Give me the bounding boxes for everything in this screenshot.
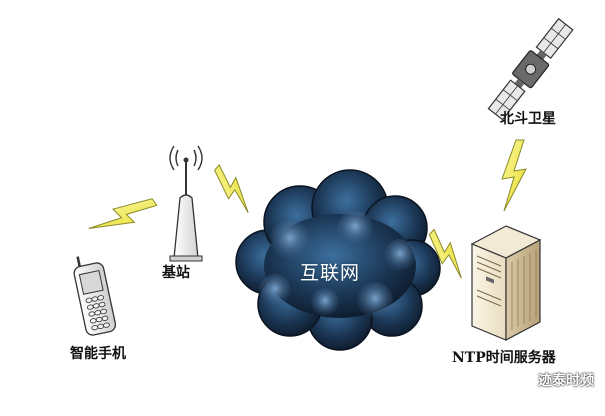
watermark: 迹泰时频	[512, 368, 594, 392]
satellite-icon	[487, 17, 574, 121]
satellite-label: 北斗卫星	[500, 111, 556, 127]
mobile-phone-icon	[73, 256, 117, 336]
server-label: NTP时间服务器	[452, 350, 556, 366]
base-station-label: 基站	[162, 265, 190, 281]
internet-label: 互联网	[300, 262, 361, 284]
phone-label: 智能手机	[70, 346, 126, 362]
lightning-bolt-icon	[214, 163, 249, 213]
antenna-tower-icon	[169, 145, 203, 262]
lightning-bolt-icon	[428, 228, 462, 279]
cloud-icon	[235, 169, 441, 351]
lightning-bolt-icon	[501, 139, 527, 212]
lightning-bolt-icon	[88, 198, 158, 230]
wechat-logo-icon	[512, 369, 534, 391]
watermark-text: 迹泰时频	[538, 373, 594, 389]
server-icon	[470, 225, 542, 341]
